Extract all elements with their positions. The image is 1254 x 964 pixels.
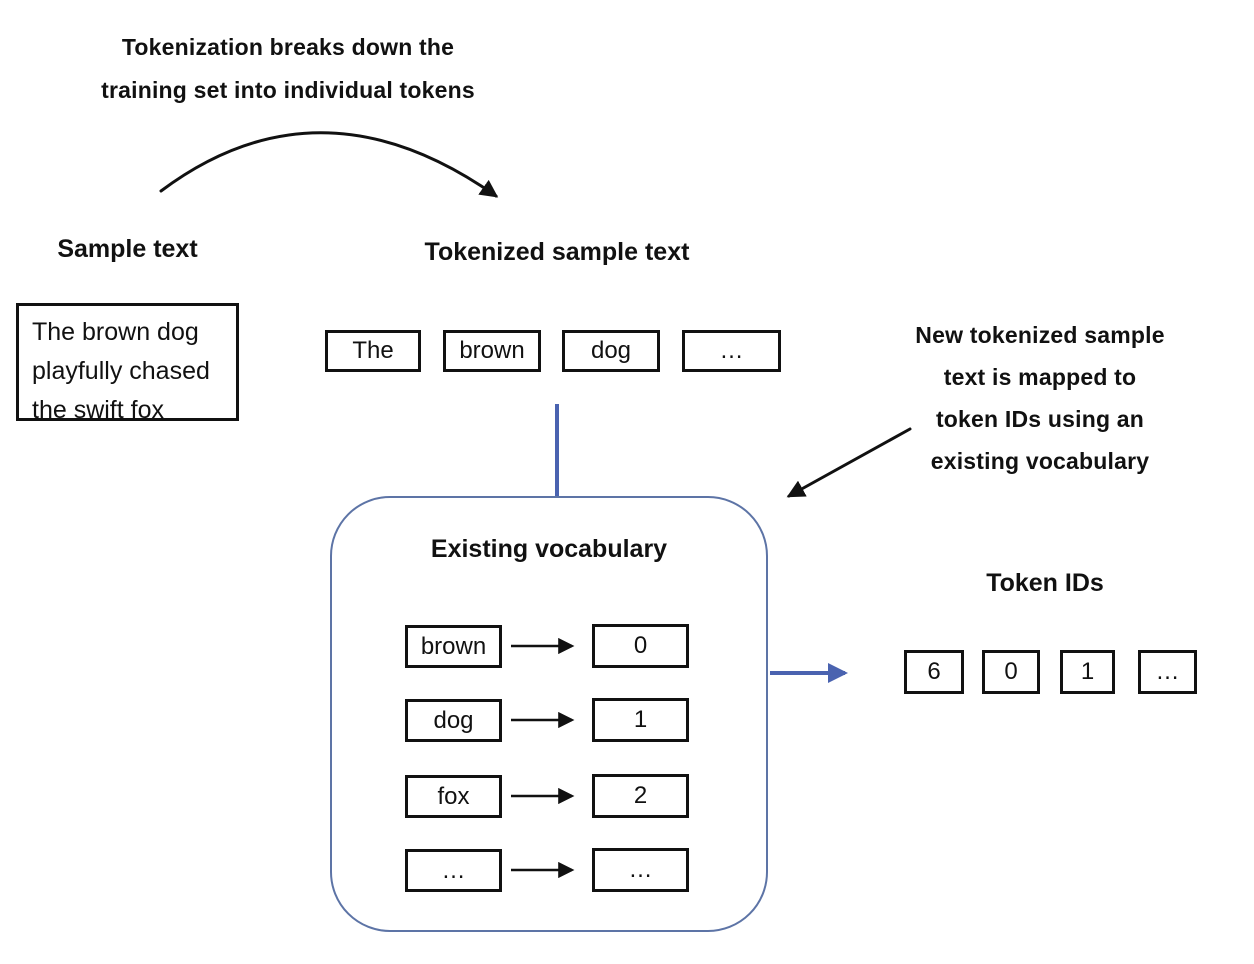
vocab-id-0: 0: [592, 624, 689, 668]
sample-line-1: The brown dog: [32, 318, 199, 346]
vocab-word-ellipsis: …: [405, 849, 502, 892]
vocab-word-brown: brown: [405, 625, 502, 668]
right-annotation-line1: New tokenized sample: [915, 322, 1165, 348]
right-annotation-line3: token IDs using an: [935, 406, 1145, 432]
sample-text-heading: Sample text: [57, 235, 198, 263]
vocab-id-2: 2: [592, 774, 689, 818]
top-annotation-line2: training set into individual tokens: [101, 77, 475, 103]
vocab-id-1: 1: [592, 698, 689, 742]
token-box-the: The: [325, 330, 421, 372]
top-annotation-line1: Tokenization breaks down the: [121, 34, 455, 60]
vocab-id-ellipsis: …: [592, 848, 689, 892]
token-id-box-1: 1: [1060, 650, 1115, 694]
tokenized-sample-heading: Tokenized sample text: [424, 238, 690, 266]
vocab-word-dog: dog: [405, 699, 502, 742]
existing-vocabulary-heading: Existing vocabulary: [430, 535, 668, 563]
token-id-box-6: 6: [904, 650, 964, 694]
right-annotation: New tokenized sample text is mapped to t…: [885, 314, 1195, 482]
sample-text-box: The brown dog playfully chased the swift…: [16, 303, 239, 424]
token-ids-heading: Token IDs: [986, 569, 1104, 597]
token-id-box-ellipsis: …: [1138, 650, 1197, 694]
right-annotation-line4: existing vocabulary: [930, 448, 1150, 474]
token-box-ellipsis: …: [682, 330, 781, 372]
sample-line-3: the swift fox: [32, 396, 164, 424]
token-id-box-0: 0: [982, 650, 1040, 694]
curved-arrow-tokenization: [159, 131, 499, 198]
top-annotation: Tokenization breaks down the training se…: [88, 26, 488, 112]
token-box-dog: dog: [562, 330, 660, 372]
vocab-word-fox: fox: [405, 775, 502, 818]
sample-line-2: playfully chased: [32, 357, 210, 385]
existing-vocabulary-container: [330, 496, 768, 932]
right-annotation-line2: text is mapped to: [943, 364, 1137, 390]
token-box-brown: brown: [443, 330, 541, 372]
